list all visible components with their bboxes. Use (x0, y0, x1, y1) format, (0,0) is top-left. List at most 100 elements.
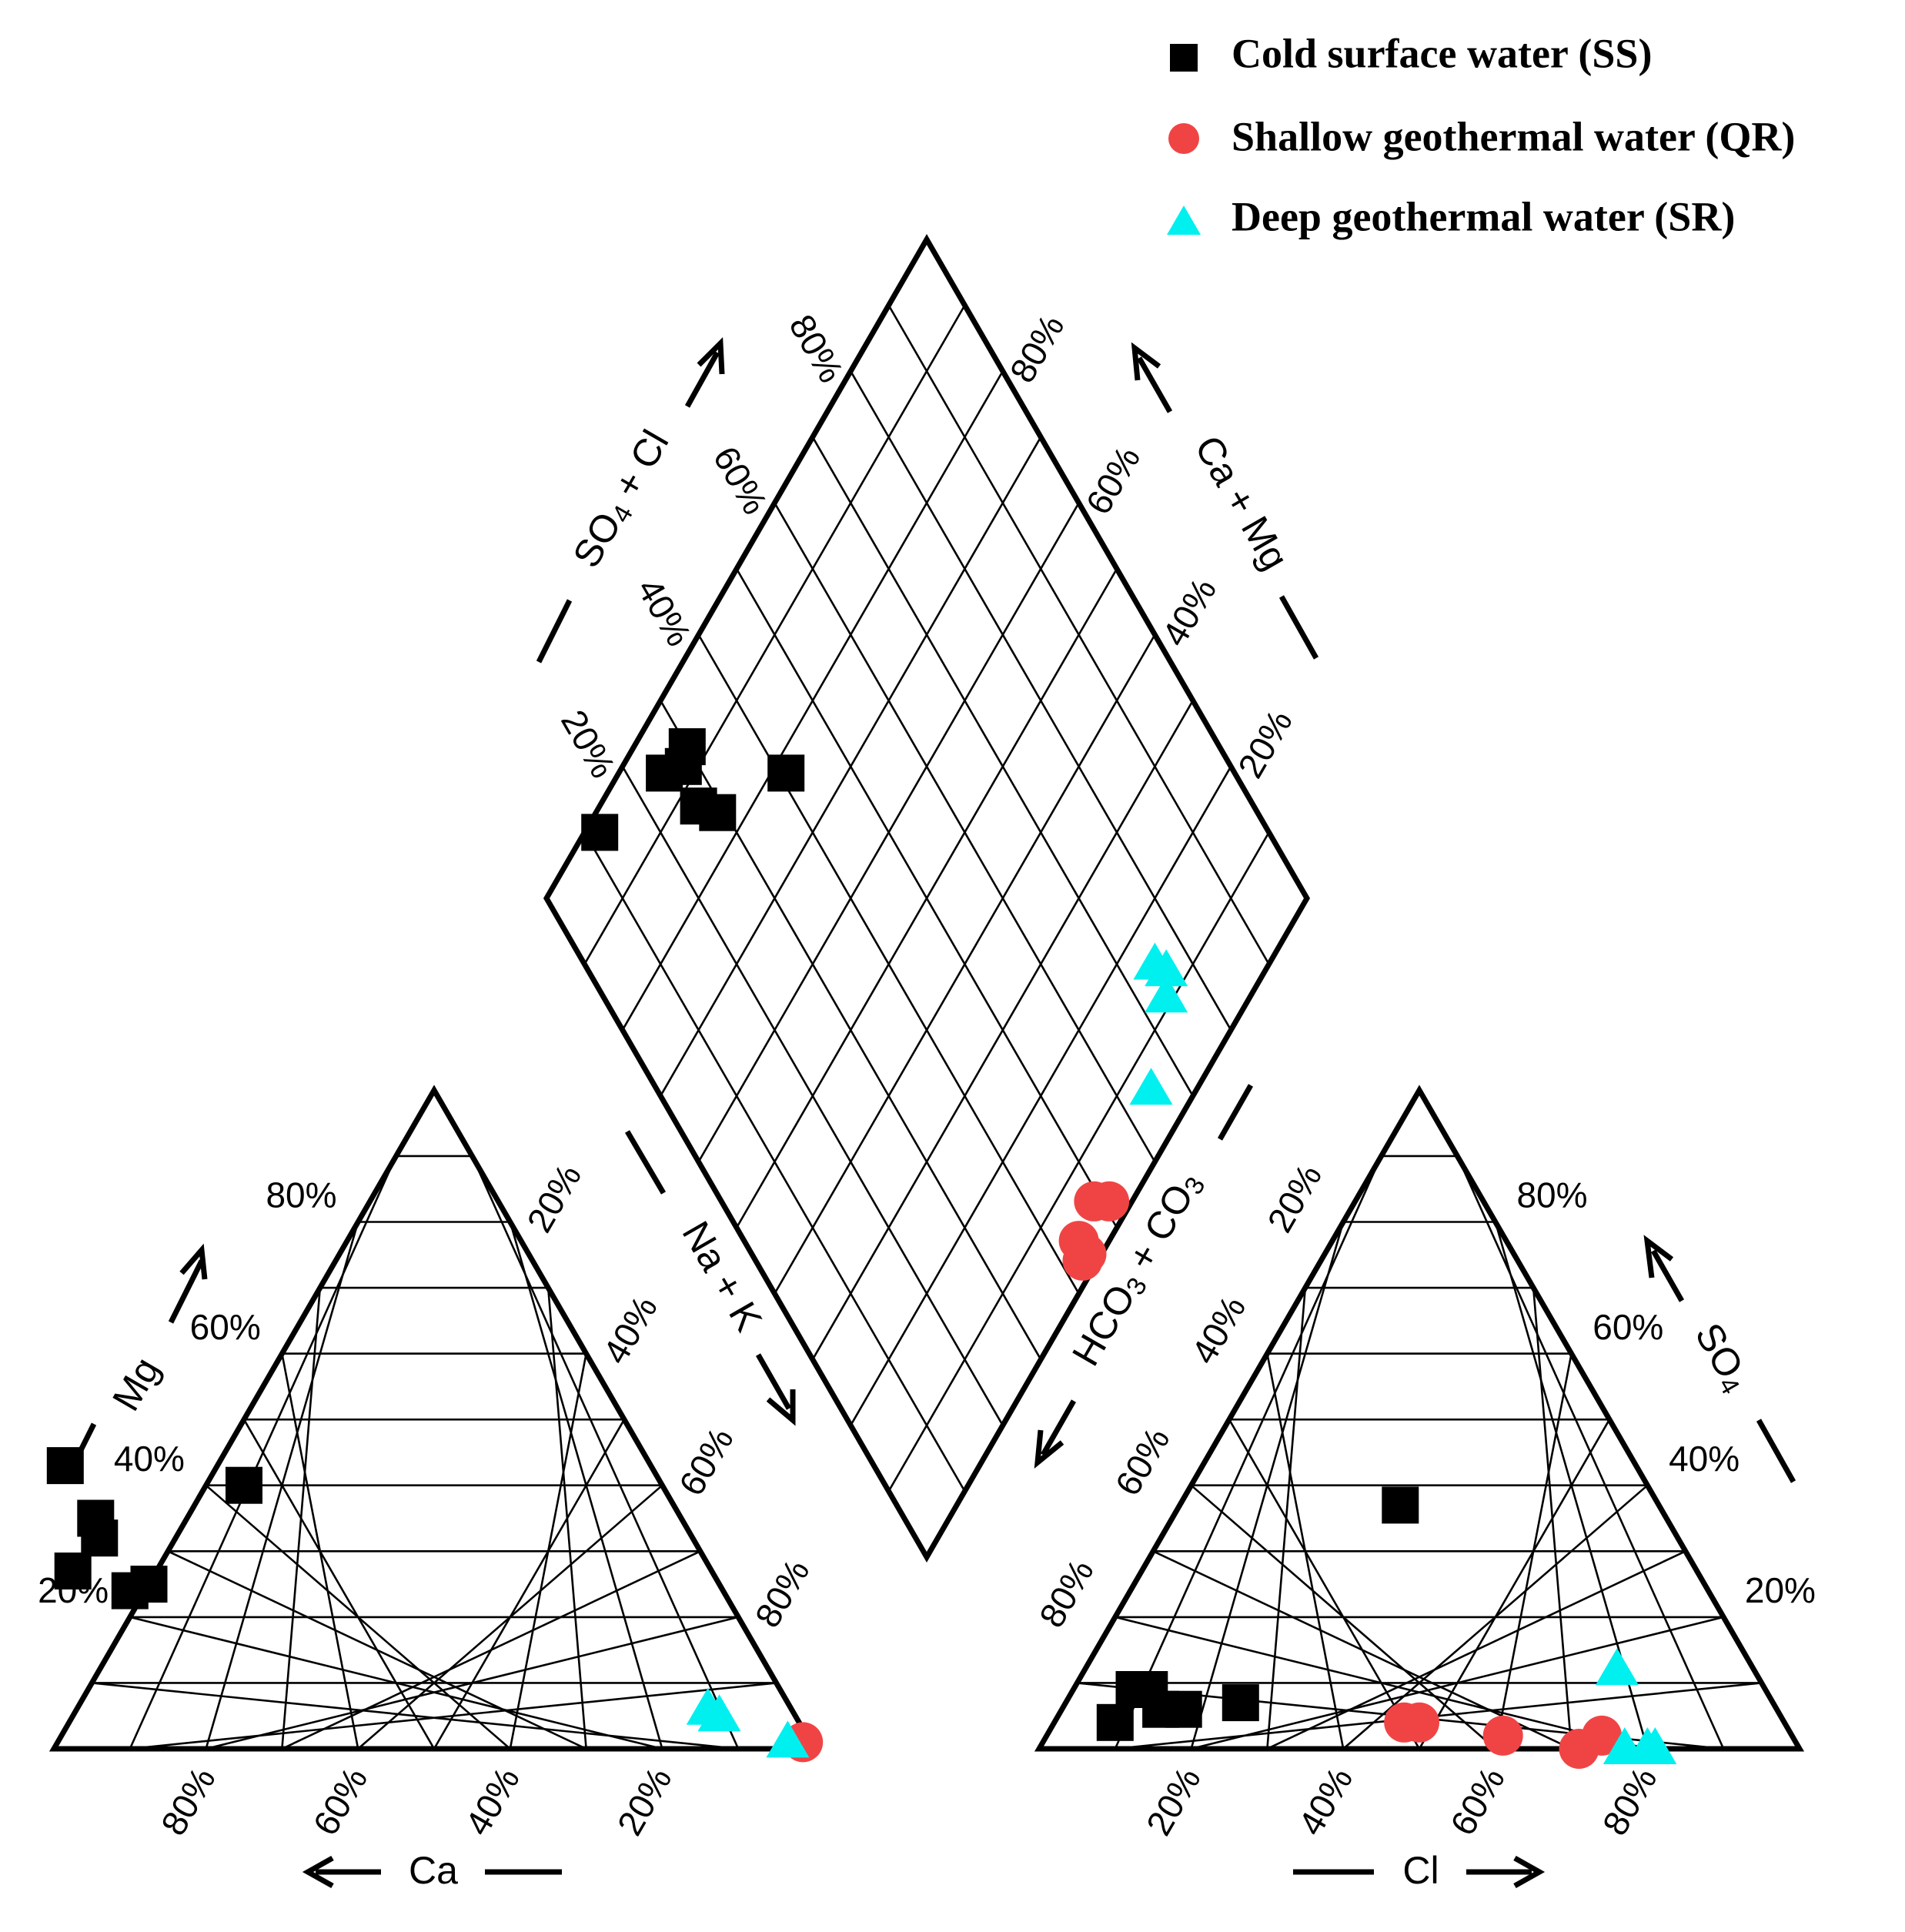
cation-grid-a (242, 1419, 436, 1750)
axis-cl: Cl (1293, 1849, 1546, 1892)
nak-tick-label: 40% (595, 1289, 665, 1371)
ca-tick-label: 20% (610, 1760, 680, 1842)
axis-so4-cl: SO4 + Cl (536, 336, 725, 663)
ca-axis-label: Ca (409, 1849, 458, 1892)
cl-arrow-head (1513, 1855, 1546, 1889)
anion-grid-a (1228, 1419, 1421, 1750)
qr-anion-point (1482, 1715, 1523, 1756)
so4cl-arrow (684, 351, 720, 408)
mg-tick-label: 40% (114, 1439, 185, 1479)
ss-cation-point (54, 1553, 92, 1589)
hco3-tick-label: 40% (1183, 1289, 1253, 1371)
so4-tick-label: 20% (1745, 1570, 1816, 1610)
sr-diamond-point (1129, 1068, 1173, 1105)
cl-axis-label: Cl (1402, 1849, 1439, 1892)
ss-diamond-point (581, 814, 619, 851)
sr-anion-point (1595, 1648, 1639, 1686)
nak-arrow (755, 1353, 792, 1410)
nak-axis-label: Na + K (673, 1214, 770, 1339)
hco3-arrow (1040, 1399, 1077, 1456)
hco3-tick-label: 20% (1259, 1158, 1329, 1239)
camg-axis-label: Ca + Mg (1186, 429, 1297, 577)
legend-label-ss: Cold surface water (SS) (1232, 30, 1652, 76)
grid-lines (92, 304, 1762, 1750)
cation-grid-b (509, 1222, 663, 1750)
anion-grid-a (1190, 1484, 1496, 1750)
anion-triangle-frame (1034, 1085, 1805, 1752)
sr-diamond-point (1133, 942, 1177, 980)
so4cl-tick-label: 20% (553, 704, 623, 785)
diamond-frame (543, 233, 1311, 1563)
hco3-tick-label: 60% (1108, 1421, 1178, 1502)
legend: Cold surface water (SS) Shallow geotherm… (1167, 30, 1795, 239)
legend-marker-circle (1168, 123, 1199, 154)
mg-arrow-head (179, 1243, 208, 1280)
axis-ca: Ca (302, 1849, 562, 1892)
camg-tick-label: 80% (1002, 308, 1072, 389)
ca-arrow-head (302, 1855, 334, 1889)
nak-arrow-head (766, 1389, 796, 1426)
so4cl-dash (536, 599, 573, 663)
tick-labels: 20%20%20%40%40%40%60%60%60%80%80%80%20%2… (38, 308, 1816, 1842)
camg-tick-label: 20% (1230, 704, 1300, 785)
cation-grid-a (205, 1484, 511, 1750)
cl-tick-label: 60% (1442, 1760, 1512, 1842)
ss-anion-point (1165, 1690, 1202, 1728)
ss-cation-point (81, 1519, 119, 1557)
mg-tick-label: 80% (266, 1175, 336, 1215)
so4cl-arrow-head (697, 336, 725, 375)
so4-dash (1756, 1419, 1796, 1483)
so4-tick-label: 40% (1669, 1439, 1740, 1479)
hco3-tick-label: 80% (1031, 1553, 1101, 1634)
cation-grid-b (433, 1419, 626, 1750)
nak-dash (624, 1130, 667, 1195)
diamond-grid-a (887, 304, 1270, 965)
diamond-grid-b (850, 766, 1232, 1426)
diamond-grid-b (774, 633, 1156, 1295)
anion-grid-b (1532, 1287, 1572, 1750)
qr-diamond-point (1074, 1181, 1115, 1222)
so4-tick-label: 80% (1516, 1175, 1587, 1215)
so4cl-tick-label: 60% (706, 440, 776, 521)
mg-tick-label: 60% (190, 1307, 261, 1347)
so4cl-tail: + Cl (600, 423, 677, 514)
cation-grid-b (546, 1287, 587, 1750)
cation-grid-a (167, 1550, 587, 1750)
plot-frames (48, 233, 1805, 1752)
nak-tick-label: 80% (747, 1553, 817, 1634)
so4-text: SO (1686, 1316, 1752, 1386)
qr-anion-point (1384, 1702, 1425, 1743)
diamond-grid-b (811, 700, 1194, 1360)
legend-label-qr: Shallow geothermal water (QR) (1232, 113, 1795, 159)
axis-mg: Mg (68, 1243, 208, 1472)
sr-cation-point (697, 1694, 741, 1732)
mg-axis-label: Mg (104, 1350, 168, 1418)
data-points (46, 728, 1677, 1769)
qr-diamond-point (1062, 1240, 1103, 1281)
diamond-grid-a (811, 436, 1194, 1097)
qr-anion-point (1582, 1715, 1623, 1756)
so4cl-tick-label: 40% (630, 571, 700, 653)
ca-tick-label: 60% (305, 1760, 375, 1842)
ca-tick-label: 80% (153, 1760, 223, 1842)
ss-anion-point (1115, 1671, 1153, 1708)
ca-tick-label: 40% (457, 1760, 527, 1842)
sr-diamond-point (1145, 975, 1188, 1013)
cation-grid-b (471, 1155, 740, 1750)
camg-arrow-head (1131, 342, 1161, 381)
camg-dash (1278, 595, 1319, 660)
camg-arrow (1136, 356, 1173, 413)
ss-diamond-point (699, 794, 737, 831)
cation-grid-b (509, 1353, 587, 1750)
anion-grid-b (1494, 1353, 1572, 1750)
camg-tick-label: 60% (1078, 440, 1148, 521)
anion-grid-a (1115, 1616, 1648, 1750)
ss-cation-point (226, 1466, 262, 1504)
cl-tick-label: 80% (1595, 1760, 1665, 1842)
ss-anion-point (1222, 1684, 1259, 1722)
sr-cation-point (766, 1720, 810, 1758)
nak-tick-label: 20% (519, 1158, 589, 1239)
anion-grid-b (1456, 1155, 1725, 1750)
cl-tick-label: 20% (1138, 1760, 1208, 1842)
